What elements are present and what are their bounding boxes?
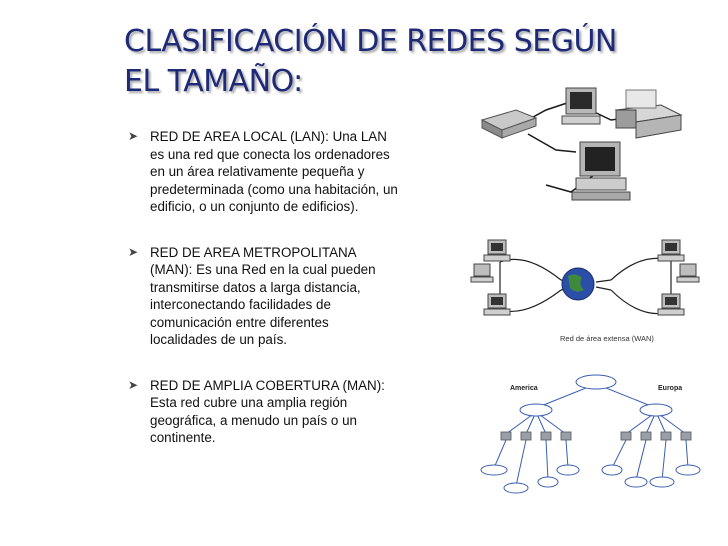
network-tree-illustration: America Europa bbox=[480, 374, 701, 494]
bullet-wan: ➤ RED DE AMPLIA COBERTURA (MAN): Esta re… bbox=[128, 377, 398, 447]
wan-illustration bbox=[470, 239, 700, 316]
computer-icon bbox=[483, 239, 511, 262]
globe-icon bbox=[561, 267, 595, 301]
bullet-lan-text: RED DE AREA LOCAL (LAN): Una LAN es una … bbox=[150, 129, 398, 214]
bullet-wan-text: RED DE AMPLIA COBERTURA (MAN): Esta red … bbox=[150, 377, 385, 446]
lan-illustration bbox=[480, 87, 683, 201]
modem-icon bbox=[480, 109, 538, 139]
computer-icon bbox=[571, 141, 631, 201]
computer-icon bbox=[483, 293, 511, 316]
arrow-bullet-icon: ➤ bbox=[128, 244, 139, 259]
bullet-lan: ➤ RED DE AREA LOCAL (LAN): Una LAN es un… bbox=[128, 128, 398, 216]
node-network bbox=[639, 403, 673, 417]
arrow-bullet-icon: ➤ bbox=[128, 129, 139, 143]
node-satellite bbox=[575, 374, 617, 390]
computer-icon bbox=[561, 87, 601, 125]
computer-icon bbox=[657, 239, 685, 262]
printer-icon bbox=[614, 89, 683, 139]
bullet-man-text: RED DE AREA METROPOLITANA (MAN): Es una … bbox=[150, 244, 376, 348]
wan-caption: Red de área extensa (WAN) bbox=[560, 334, 654, 343]
bullet-man: ➤ RED DE AREA METROPOLITANA (MAN): Es un… bbox=[128, 244, 398, 349]
slide-title: CLASIFICACIÓN DE REDES SEGÚN EL TAMAÑO: bbox=[124, 22, 704, 102]
title-line-1: CLASIFICACIÓN DE REDES SEGÚN bbox=[124, 24, 617, 59]
computer-icon bbox=[470, 263, 494, 283]
computer-icon bbox=[657, 293, 685, 316]
america-label: America bbox=[510, 385, 538, 392]
bullet-list: ➤ RED DE AREA LOCAL (LAN): Una LAN es un… bbox=[128, 128, 398, 447]
europa-label: Europa bbox=[658, 385, 682, 392]
computer-icon bbox=[676, 263, 700, 283]
arrow-bullet-icon: ➤ bbox=[128, 377, 139, 392]
node-network bbox=[519, 403, 553, 417]
title-line-2: EL TAMAÑO: bbox=[124, 64, 303, 99]
